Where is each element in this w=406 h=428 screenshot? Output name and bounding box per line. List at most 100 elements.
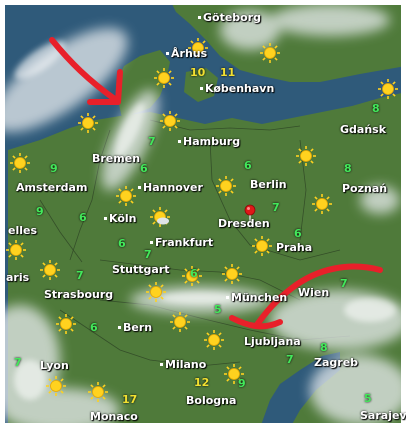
city-name: Ljubljana [244,335,301,348]
temperature-value: 7 [272,201,280,214]
temperature-value: 6 [190,267,198,280]
city-label-elles: elles [8,225,37,237]
hand-drawn-arrow-icon-2 [229,263,383,330]
city-name: Hamburg [183,135,241,148]
city-name: Stuttgart [112,263,170,276]
city-name: Praha [276,241,313,254]
temperature-value: 7 [148,135,156,148]
city-name: København [205,82,275,95]
temperature-value: 9 [36,205,44,218]
temperature-value: 8 [320,341,328,354]
sun-icon [260,43,280,63]
sun-icon [312,194,332,214]
sun-icon [182,266,202,286]
temperature-value: 8 [344,162,352,175]
city-label-amsterdam: Amsterdam [16,182,87,194]
city-label-zagreb: Zagreb [314,357,358,369]
city-label-bern: Bern [118,322,152,334]
temperature-value: 5 [214,303,222,316]
city-label-gda-sk: Gdańsk [340,124,386,136]
temperature-value: 7 [340,277,348,290]
city-name: Hannover [143,181,203,194]
city-marker-dot [166,51,169,55]
city-label-ljubljana: Ljubljana [244,336,301,348]
city-name: Århus [171,47,208,60]
temperature-value: 6 [79,211,87,224]
city-name: Bremen [92,152,141,165]
sun-icon [154,68,174,88]
city-marker-dot [118,325,121,329]
temperature-value: 12 [194,376,210,389]
temperature-value: 6 [244,159,252,172]
city-name: Wien [298,286,330,299]
temperature-value: 6 [118,237,126,250]
city-name: Bologna [186,394,237,407]
city-label-wien: Wien [298,287,329,299]
sun-icon [170,312,190,332]
sun-icon [6,240,26,260]
city-name: elles [8,224,38,237]
city-name: Gdańsk [340,123,387,136]
city-name: München [231,291,288,304]
city-marker-dot [178,139,181,143]
city-label-k-benhavn: København [200,83,274,95]
city-name: Frankfurt [155,236,214,249]
location-pin-icon[interactable] [244,204,256,222]
city-marker-dot [226,295,229,299]
temperature-value: 7 [76,269,84,282]
temperature-value: 7 [286,353,294,366]
city-name: Monaco [90,410,138,423]
city-label-bremen: Bremen [92,153,140,165]
city-label-m-nchen: München [226,292,287,304]
city-name: aris [6,271,30,284]
city-label-pozna-: Poznań [342,183,387,195]
temperature-value: 9 [50,162,58,175]
city-label-g-teborg: Göteborg [198,12,261,24]
sun-icon [160,111,180,131]
city-marker-dot [160,362,163,366]
temperature-value: 6 [90,321,98,334]
sun-icon [252,236,272,256]
city-label-strasbourg: Strasbourg [44,289,113,301]
partly-cloudy-icon [150,207,170,227]
sun-icon [216,176,236,196]
city-name: Milano [165,358,207,371]
temperature-value: 9 [238,377,246,390]
city-label-aris: aris [6,272,29,284]
sun-icon [78,113,98,133]
city-name: Strasbourg [44,288,114,301]
sun-icon [224,364,244,384]
sun-icon [204,330,224,350]
temperature-value: 6 [140,162,148,175]
city-label--rhus: Århus [166,48,207,60]
city-label-stuttgart: Stuttgart [112,264,170,276]
hand-drawn-arrow-icon [49,37,123,105]
temperature-value: 7 [144,248,152,261]
city-label-monaco: Monaco [90,411,138,423]
city-name: Poznań [342,182,388,195]
weather-icons [6,38,398,402]
sun-icon [146,282,166,302]
land-zealand [184,68,218,102]
city-name: Dresden [218,217,270,230]
city-name: Köln [109,212,137,225]
sun-icon [222,264,242,284]
sun-icon [188,38,208,58]
temperature-value: 7 [14,356,22,369]
city-label-k-ln: Köln [104,213,137,225]
sun-icon [116,186,136,206]
temperature-value: 6 [294,227,302,240]
temperature-value: 5 [364,392,372,405]
city-label-praha: Praha [276,242,312,254]
cloud-highlights [14,40,396,400]
city-label-hannover: Hannover [138,182,203,194]
city-name: Lyon [40,359,69,372]
city-label-lyon: Lyon [40,360,69,372]
city-marker-dot [150,240,153,244]
city-label-frankfurt: Frankfurt [150,237,213,249]
city-label-hamburg: Hamburg [178,136,240,148]
city-label-bologna: Bologna [186,395,236,407]
sun-icon [88,382,108,402]
